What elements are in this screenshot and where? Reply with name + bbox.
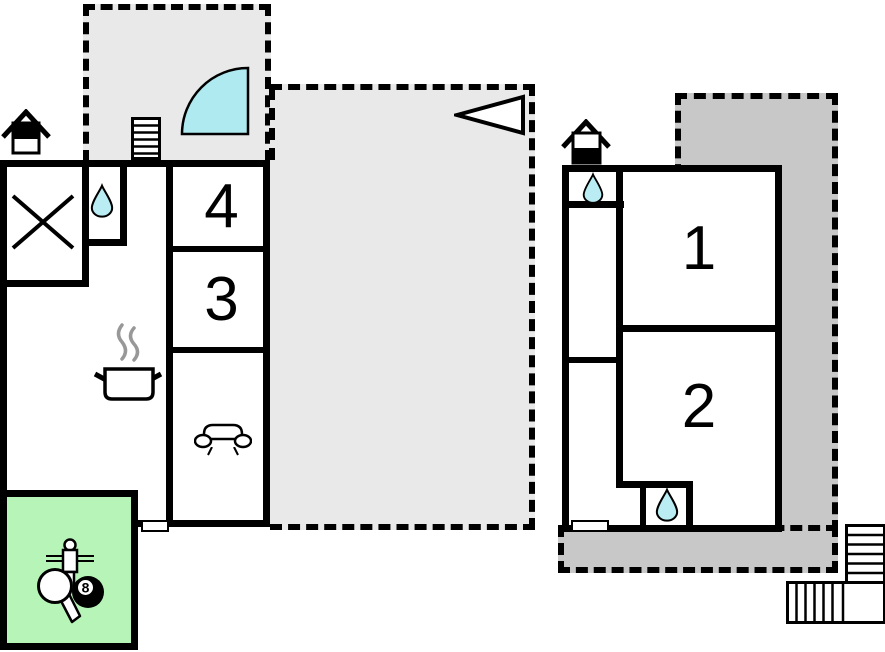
staircase-icon [786,524,885,624]
door-opening-marker-left [141,520,169,532]
game-room [0,490,138,650]
crossed-table-icon [11,194,75,250]
wall-xroom-bottom [0,280,89,287]
door-opening-marker-right [571,520,609,532]
cooking-pot-icon [93,323,163,401]
right-building [562,165,782,532]
chimney-icon [1,109,51,155]
door-swing-icon [180,66,250,136]
wall-room1-room2-divider [616,325,782,332]
room-4-label: 4 [204,172,239,241]
water-drop-icon [582,172,604,204]
wall-room3-lounge-divider [166,347,270,353]
sofa-icon [194,423,252,456]
room-2-label: 2 [681,372,717,441]
wall-room4-room3-divider [166,246,270,252]
wall-rb-bath-bottom [562,201,624,208]
terrace-middle [270,84,535,530]
water-drop-icon [655,487,679,522]
wall-left-main-vertical [166,160,173,527]
wall-xroom-right [82,160,89,287]
billiard-ball-icon: 8 [72,576,104,608]
wall-rb-nook-top [616,481,693,488]
north-arrow-icon [454,94,525,136]
wall-dropcell-bottom [82,239,127,246]
wall-rb-nook-right [686,481,693,532]
billiard-ball-number: 8 [82,580,90,596]
room-3-label: 3 [204,265,239,334]
wall-rb-nook-mid [640,481,646,532]
table-tennis-paddle-icon [37,568,82,624]
chimney-icon [561,119,611,165]
wall-rb-corridor-divider [562,357,622,363]
terrace-middle-left-edge [269,88,275,160]
room-1-label: 1 [681,214,717,283]
wall-dropcell-right [120,160,127,246]
ladder-steps-icon [131,117,161,160]
water-drop-icon [90,183,114,218]
